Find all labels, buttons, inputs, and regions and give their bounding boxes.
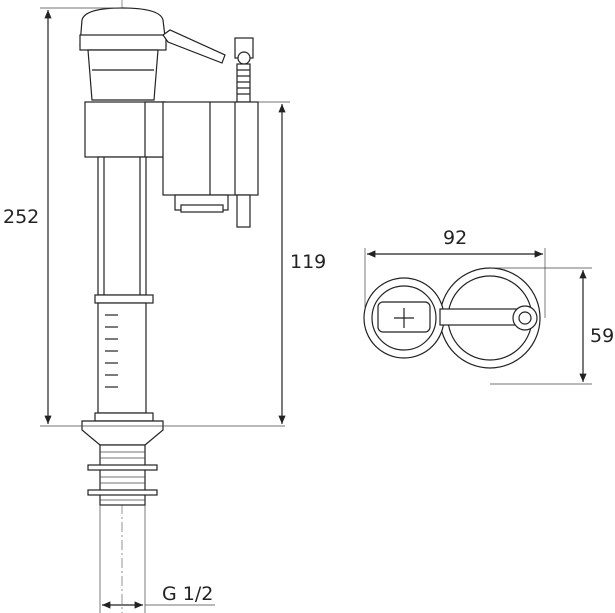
side-view (79, 0, 259, 613)
dimension-119 (258, 101, 290, 424)
dimension-thread (99, 505, 215, 613)
dimension-92 (364, 248, 546, 318)
dim-total-height: 252 (3, 206, 39, 228)
dim-width: 92 (443, 227, 467, 249)
base-flange (81, 420, 164, 446)
dimension-252 (40, 7, 285, 427)
spring-section (97, 302, 147, 414)
thread-shank (99, 444, 146, 506)
body-tube (97, 156, 147, 296)
dim-depth: 59 (590, 325, 614, 347)
dim-thread: G 1/2 (162, 583, 213, 605)
dimension-59 (490, 267, 592, 385)
top-view (363, 267, 541, 369)
lever-arm (162, 29, 226, 64)
dim-mount-height: 119 (290, 251, 326, 273)
